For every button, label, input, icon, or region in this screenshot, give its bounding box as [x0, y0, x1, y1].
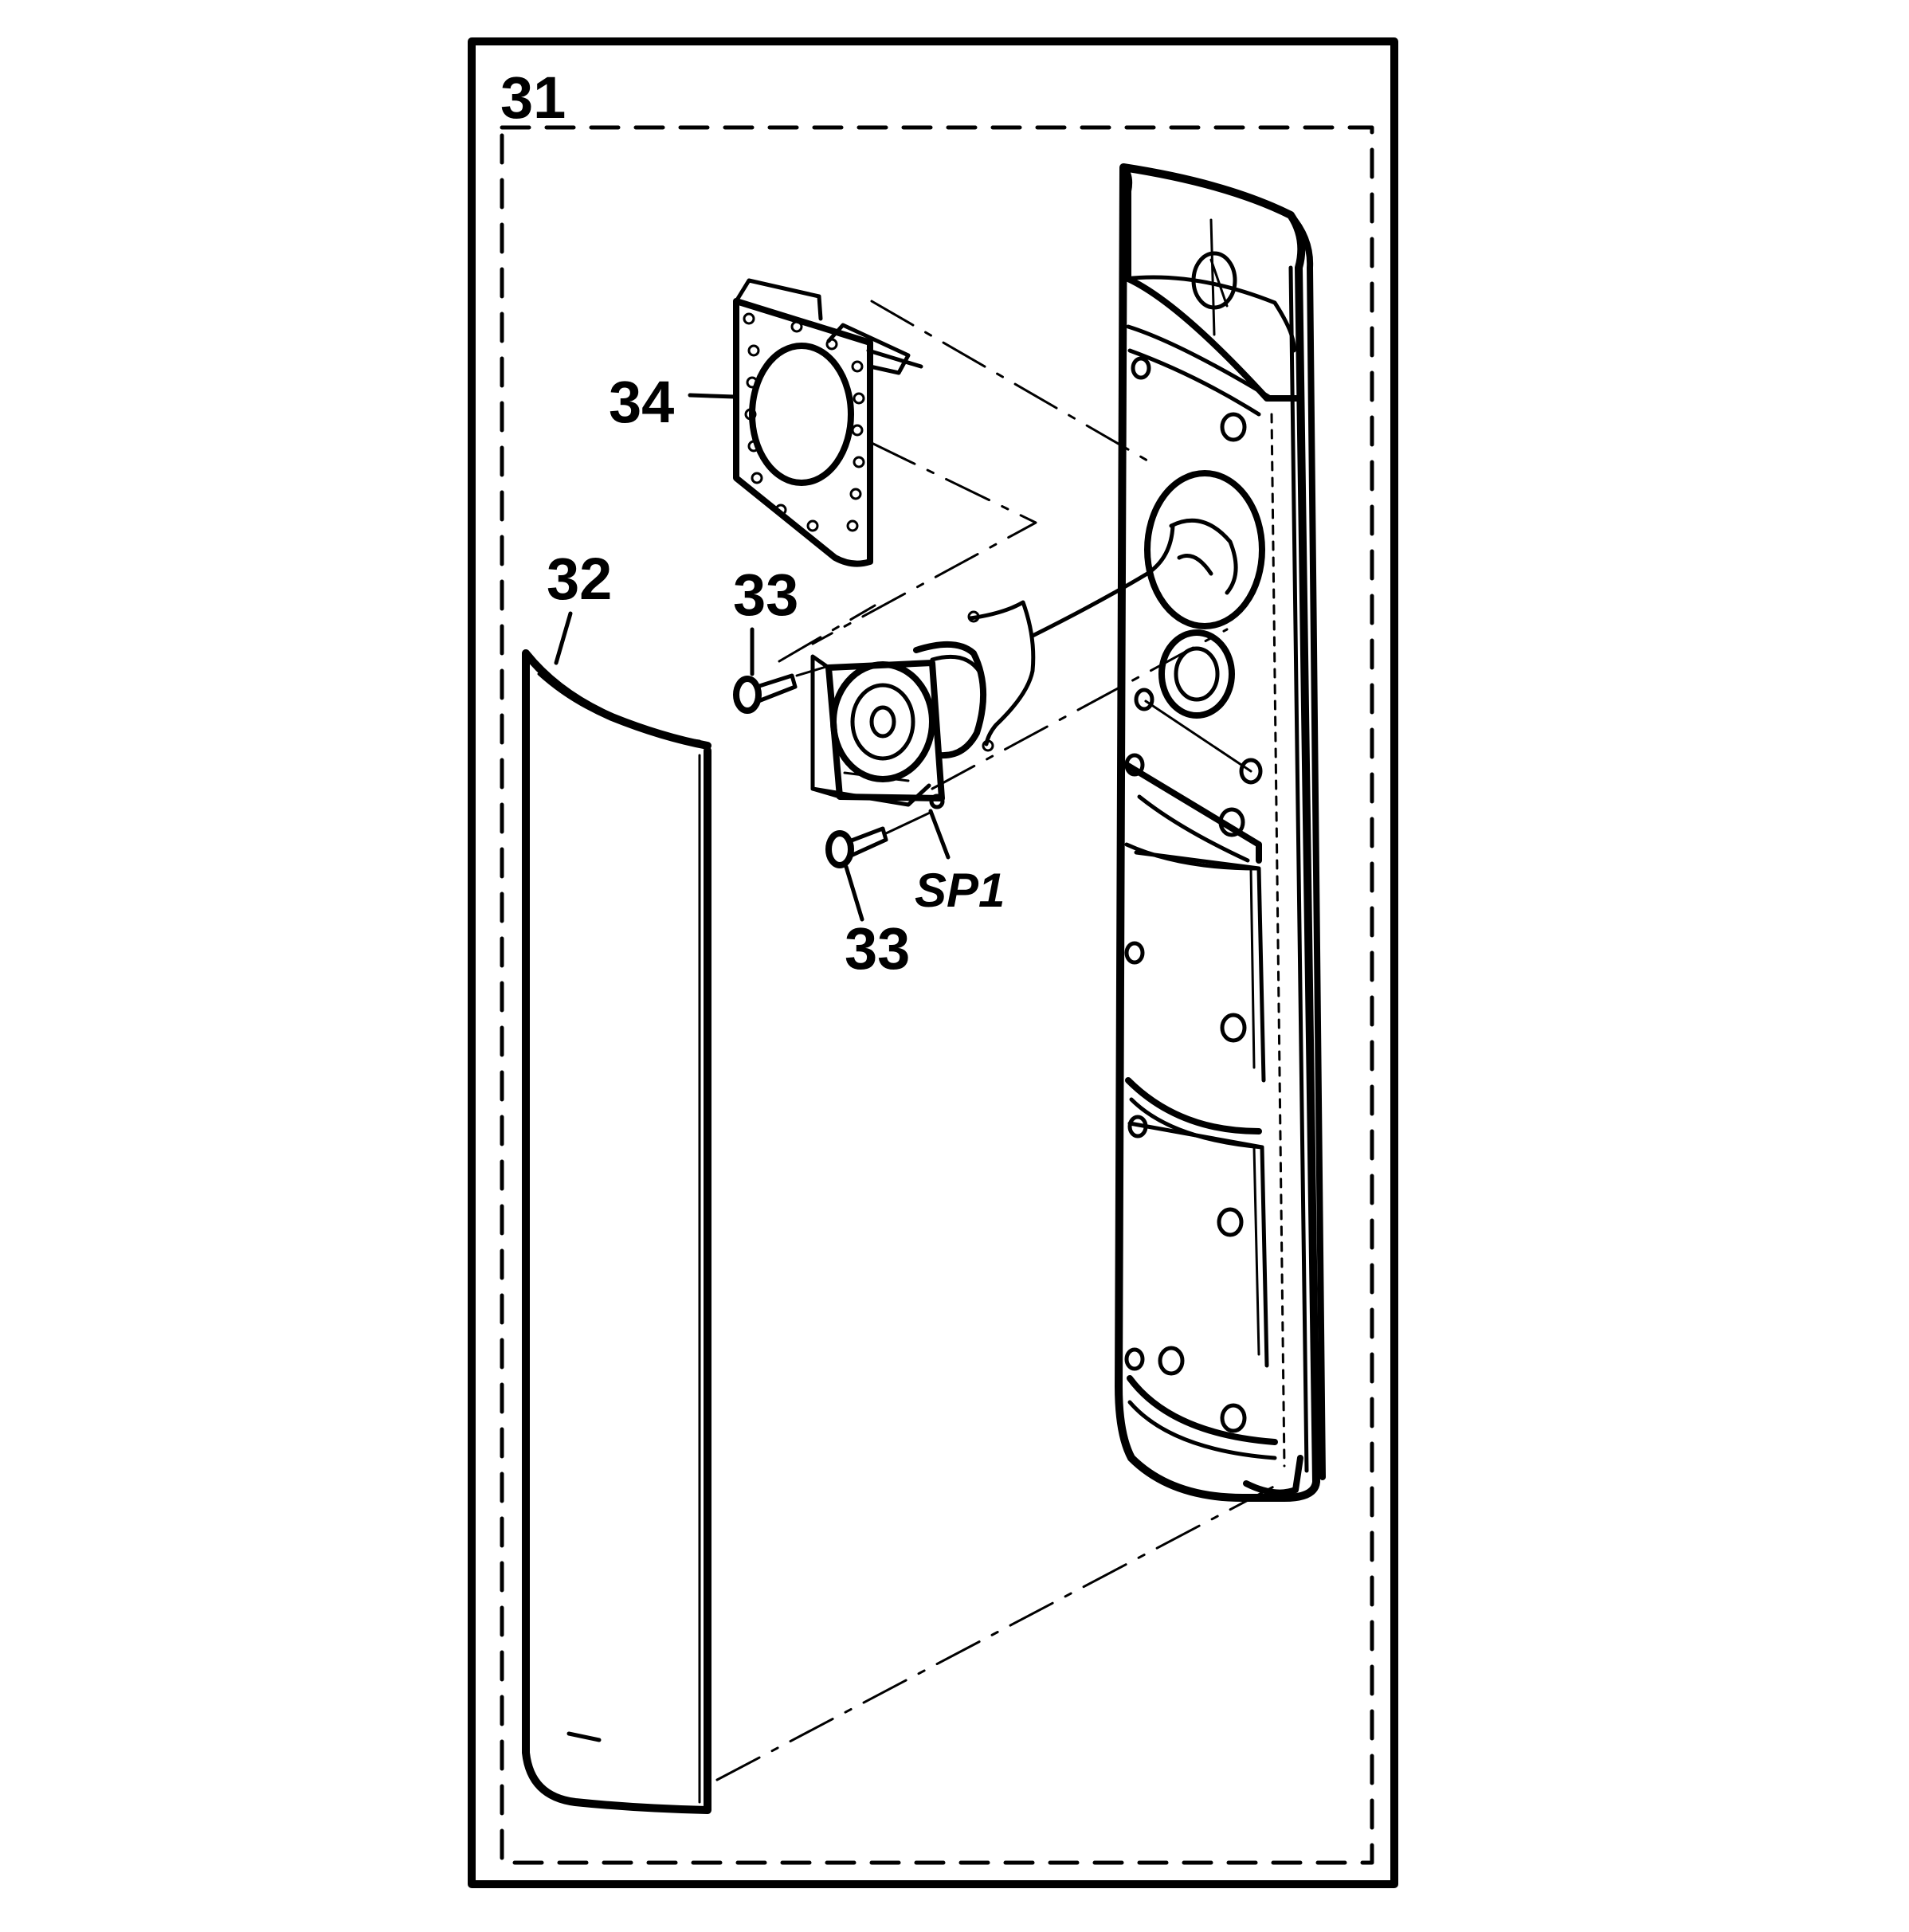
screw-lower	[825, 826, 888, 868]
screw-upper	[733, 673, 798, 714]
mounting-bracket	[733, 278, 923, 567]
speaker-wire	[968, 600, 1036, 747]
assembly-boundary	[500, 125, 1374, 1865]
speaker-alignment-upper	[778, 604, 876, 663]
leader-34	[688, 393, 737, 399]
grille-panel	[522, 649, 711, 1814]
grille-alignment-line	[715, 1480, 1284, 1781]
label-sp1: SP1	[915, 864, 1005, 917]
screw-alignment-line	[795, 664, 830, 677]
speaker-cabinet	[1115, 163, 1326, 1502]
label-33-lower: 33	[845, 915, 910, 982]
speaker-wire-2	[1030, 523, 1175, 638]
speaker-alignment-lower	[931, 628, 1229, 790]
screw-alignment-line-lower	[884, 806, 942, 835]
leader-sp1	[928, 809, 951, 860]
leader-32	[554, 611, 573, 665]
bracket-alignment-line-lower	[811, 441, 1037, 645]
label-31: 31	[500, 65, 566, 131]
label-33-upper: 33	[733, 562, 798, 628]
leader-33-lower	[844, 864, 864, 922]
label-34: 34	[609, 369, 674, 435]
bracket-alignment-line	[870, 300, 1149, 462]
outer-frame	[468, 37, 1398, 1888]
speaker-driver	[810, 641, 987, 809]
label-32: 32	[547, 546, 612, 612]
